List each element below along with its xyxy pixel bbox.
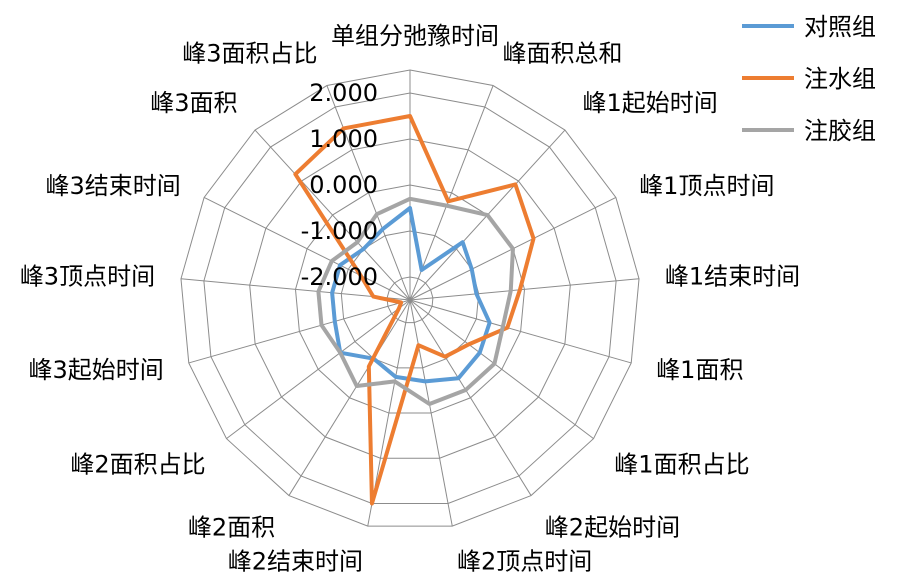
axis-label: 峰2起始时间 bbox=[545, 514, 680, 542]
legend-label: 注水组 bbox=[804, 65, 876, 93]
grid-ring bbox=[249, 138, 571, 459]
axis-label: 峰面积总和 bbox=[503, 39, 623, 67]
grid-spoke bbox=[409, 299, 594, 440]
tick-label: 2.000 bbox=[309, 79, 378, 107]
series-line-3 bbox=[316, 196, 515, 406]
axis-label: 峰3起始时间 bbox=[29, 356, 164, 384]
legend-label: 对照组 bbox=[804, 13, 876, 41]
grid-spoke bbox=[188, 299, 411, 364]
axis-label: 峰3面积 bbox=[150, 89, 237, 117]
axis-label: 峰3顶点时间 bbox=[20, 262, 155, 290]
series-lines bbox=[293, 114, 536, 506]
grid-spoke bbox=[409, 299, 632, 364]
axis-label: 峰2结束时间 bbox=[228, 548, 363, 576]
tick-label: 1.000 bbox=[309, 125, 378, 153]
grid-spoke bbox=[409, 299, 453, 527]
axis-label: 单组分弛豫时间 bbox=[331, 22, 499, 50]
grid-ring bbox=[180, 69, 640, 527]
axis-label: 峰1起始时间 bbox=[583, 89, 718, 117]
grid-ring bbox=[203, 92, 617, 504]
tick-labels: 2.000 1.000 0.000 -1.000 -2.000 bbox=[301, 79, 378, 291]
grid-spoke bbox=[288, 299, 411, 496]
grid-spoke bbox=[409, 278, 640, 301]
radar-grid bbox=[180, 69, 640, 527]
grid-spoke bbox=[203, 197, 411, 301]
axis-label: 峰3结束时间 bbox=[46, 172, 181, 200]
axis-label: 峰3面积占比 bbox=[182, 39, 317, 67]
grid-spoke bbox=[409, 299, 532, 496]
grid-ring bbox=[386, 276, 434, 324]
axis-label: 峰2面积占比 bbox=[70, 450, 205, 478]
tick-label: -1.000 bbox=[301, 217, 378, 245]
axis-labels: 单组分弛豫时间峰面积总和峰1起始时间峰1顶点时间峰1结束时间峰1面积峰1面积占比… bbox=[20, 22, 800, 576]
grid-spoke bbox=[226, 299, 411, 440]
tick-label: -2.000 bbox=[301, 263, 378, 291]
legend-label: 注胶组 bbox=[804, 117, 876, 145]
axis-label: 峰1结束时间 bbox=[665, 262, 800, 290]
axis-label: 峰1面积 bbox=[656, 356, 743, 384]
axis-label: 峰2面积 bbox=[188, 514, 275, 542]
axis-label: 峰1顶点时间 bbox=[639, 172, 774, 200]
grid-spoke bbox=[409, 85, 494, 301]
axis-label: 峰1面积占比 bbox=[614, 450, 749, 478]
tick-label: 0.000 bbox=[309, 171, 378, 199]
series-line-2 bbox=[293, 114, 536, 506]
axis-label: 峰2顶点时间 bbox=[457, 548, 592, 576]
grid-spoke bbox=[326, 85, 411, 301]
grid-spoke bbox=[254, 129, 411, 301]
